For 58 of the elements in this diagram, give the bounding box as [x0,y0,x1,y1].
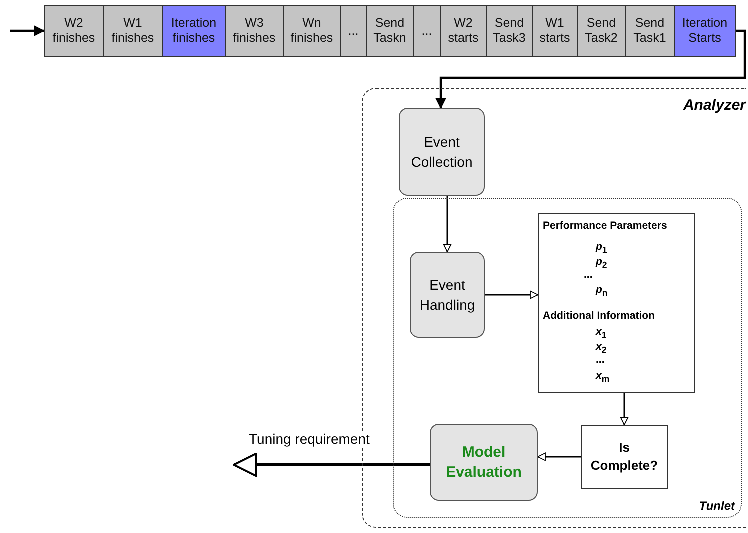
arrow [443,196,452,252]
process-box [430,424,538,501]
cell-label: Wn finishes [290,16,334,46]
cell-label: Send Task2 [584,16,619,46]
section-heading: Performance Parameters [543,220,668,232]
parameter-label: x$_{m}$ [596,370,610,384]
parameter-label: ... [596,354,605,366]
queue-cell [340,5,367,57]
edge-label: Tuning requirement [248,431,371,447]
cell-label: Iteration Starts [681,16,729,46]
queue-cell [674,5,736,57]
process-box [410,252,485,338]
cell-label: ... [347,24,360,38]
check-box [581,425,668,489]
cell-label: Send Task3 [492,16,527,46]
queue-cell [162,5,226,57]
process-box [399,108,485,196]
queue-cell [103,5,163,57]
box-label: Model Evaluation [445,442,523,482]
cell-label: Send Taskn [372,16,408,46]
queue-cell [283,5,341,57]
parameter-label: p$_{n}$ [596,284,608,298]
arrow [485,290,538,300]
arrow [436,30,746,110]
parameter-label: x$_{1}$ [596,326,607,340]
cell-label: W2 finishes [52,16,96,46]
arrow [620,393,629,426]
arrow [233,453,430,477]
parameter-label: x$_{2}$ [596,341,607,356]
queue-cell [577,5,626,57]
queue-cell [413,5,441,57]
container-title: Tunlet [699,499,735,513]
queue-cell [625,5,675,57]
arrow [538,452,581,462]
queue-cell [44,5,104,57]
cell-label: W1 starts [538,16,572,46]
parameter-list-box [538,213,695,393]
section-heading: Additional Information [543,310,655,322]
parameter-label: ... [584,269,593,281]
cell-label: W3 finishes [232,16,277,46]
queue-cell [532,5,578,57]
queue-cell [366,5,414,57]
queue-cell [440,5,487,57]
cell-label: ... [420,24,434,38]
cell-label: W2 starts [447,16,480,46]
queue-cell [225,5,284,57]
box-label: Event Collection [410,133,474,172]
box-label: Event Handling [418,276,476,315]
container-title: Analyzer [683,97,746,114]
cell-label: Send Task1 [632,16,668,46]
cell-label: W1 finishes [110,16,156,46]
tunlet-container [393,198,742,518]
parameter-label: p$_{1}$ [596,241,608,256]
box-label: Is Complete? [590,439,660,475]
cell-label: Iteration finishes [170,16,218,46]
queue-cell [486,5,533,57]
parameter-label: p$_{2}$ [596,256,608,270]
arrow [10,26,46,36]
